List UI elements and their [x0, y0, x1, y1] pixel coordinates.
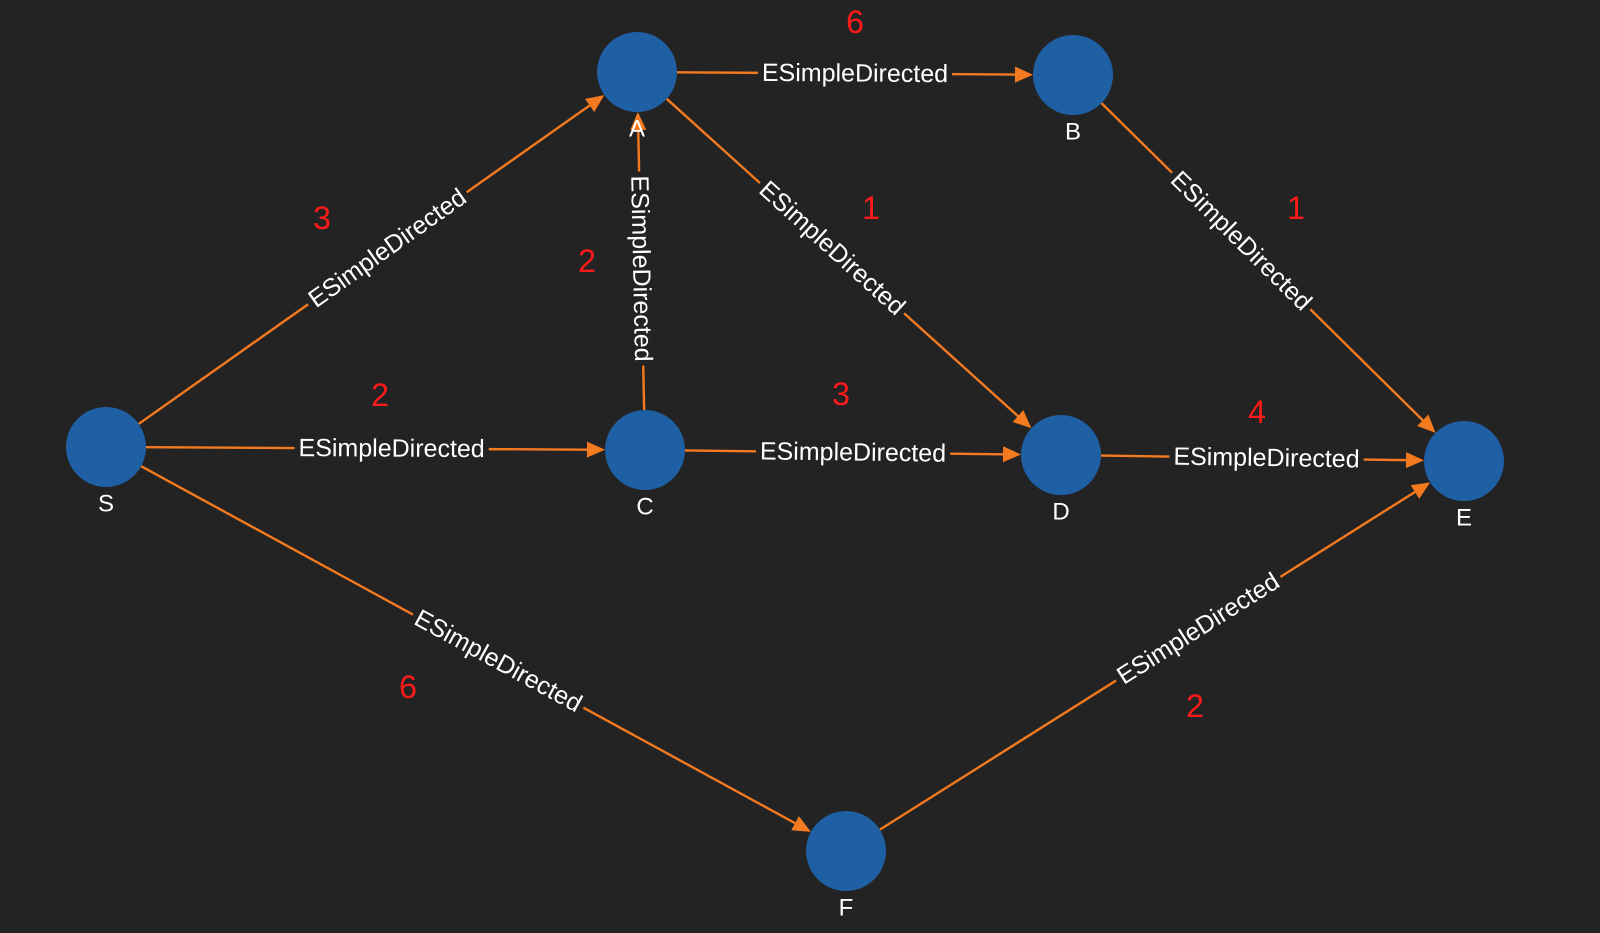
- edge-label-group: ESimpleDirected: [1109, 565, 1288, 692]
- node-a[interactable]: A: [597, 32, 677, 143]
- edge-label-background: [294, 435, 489, 463]
- edge-label-background: [1169, 443, 1364, 473]
- edge-label-background: [751, 173, 913, 323]
- arrow-head: [630, 111, 647, 131]
- edge-label: ESimpleDirected: [754, 175, 911, 321]
- edge-label-group: ESimpleDirected: [625, 171, 657, 366]
- edge-weight: 6: [399, 669, 417, 705]
- edge-label-group: ESimpleDirected: [294, 434, 489, 463]
- node-circle[interactable]: [1033, 35, 1113, 115]
- edge-label-group: ESimpleDirected: [757, 59, 953, 88]
- edge-weight: 2: [578, 243, 596, 279]
- node-label: F: [839, 895, 854, 922]
- edge-weight: 3: [832, 376, 850, 412]
- edge-weight: 1: [1287, 190, 1305, 226]
- node-label: C: [636, 494, 653, 521]
- node-e[interactable]: E: [1424, 421, 1504, 532]
- edges-layer: ESimpleDirectedESimpleDirectedESimpleDir…: [137, 59, 1436, 832]
- node-circle[interactable]: [1424, 421, 1504, 501]
- edge-label-group: ESimpleDirected: [406, 603, 590, 720]
- edge-s-c: ESimpleDirected: [145, 434, 606, 463]
- node-b[interactable]: B: [1033, 35, 1113, 146]
- node-c[interactable]: C: [605, 410, 685, 521]
- edge-weight: 4: [1248, 394, 1266, 430]
- edge-weight: 3: [313, 200, 331, 236]
- edge-weight: 6: [846, 4, 864, 40]
- edge-label-background: [626, 171, 657, 366]
- edge-label-background: [755, 438, 951, 467]
- node-circle[interactable]: [1021, 415, 1101, 495]
- edge-label-background: [300, 181, 475, 315]
- edge-b-e: ESimpleDirected: [1100, 102, 1436, 433]
- edge-label-group: ESimpleDirected: [1162, 163, 1320, 319]
- edge-a-b: ESimpleDirected: [676, 59, 1034, 88]
- node-label: B: [1065, 119, 1081, 146]
- node-circle[interactable]: [605, 410, 685, 490]
- node-circle[interactable]: [597, 32, 677, 112]
- edge-label: ESimpleDirected: [1112, 567, 1284, 690]
- edge-c-a: ESimpleDirected: [625, 111, 657, 411]
- edge-label: ESimpleDirected: [625, 175, 657, 362]
- node-f[interactable]: F: [806, 811, 886, 922]
- edge-label: ESimpleDirected: [1173, 443, 1360, 474]
- edge-weight: 2: [1186, 688, 1204, 724]
- edge-label-background: [1162, 163, 1320, 319]
- node-s[interactable]: S: [66, 407, 146, 518]
- node-circle[interactable]: [66, 407, 146, 487]
- arrow-head: [1012, 410, 1032, 429]
- edge-f-e: ESimpleDirected: [879, 482, 1431, 831]
- edge-s-f: ESimpleDirected: [140, 465, 811, 832]
- arrow-head: [1410, 482, 1431, 499]
- arrow-head: [586, 441, 606, 458]
- edge-label-background: [406, 603, 590, 720]
- edge-label-background: [1109, 565, 1288, 692]
- edge-weight: 1: [862, 190, 880, 226]
- edge-weight: 2: [371, 377, 389, 413]
- nodes-layer: S A B C D E F: [66, 32, 1504, 922]
- edge-label-group: ESimpleDirected: [1169, 443, 1364, 474]
- arrow-head: [585, 95, 605, 112]
- node-circle[interactable]: [806, 811, 886, 891]
- node-d[interactable]: D: [1021, 415, 1101, 526]
- node-label: D: [1052, 499, 1069, 526]
- node-label: A: [629, 116, 645, 143]
- weights-layer: 3 2 6 6 1 2 3 1 4 2: [313, 4, 1305, 724]
- edge-label-background: [757, 59, 953, 88]
- edge-d-e: ESimpleDirected: [1100, 443, 1425, 474]
- node-label: S: [98, 491, 114, 518]
- edge-c-d: ESimpleDirected: [684, 437, 1022, 468]
- edge-label: ESimpleDirected: [1165, 166, 1317, 317]
- edge-label-group: ESimpleDirected: [751, 173, 913, 323]
- arrow-head: [1002, 446, 1022, 463]
- arrow-head: [1405, 452, 1425, 469]
- edge-label: ESimpleDirected: [762, 59, 948, 88]
- edge-label: ESimpleDirected: [298, 434, 484, 463]
- node-label: E: [1456, 505, 1472, 532]
- arrow-head: [1014, 66, 1034, 83]
- edge-label: ESimpleDirected: [410, 604, 587, 718]
- edge-label: ESimpleDirected: [760, 437, 947, 467]
- edge-s-a: ESimpleDirected: [137, 95, 605, 425]
- arrow-head: [791, 816, 811, 832]
- arrow-head: [1417, 414, 1436, 433]
- edge-label-group: ESimpleDirected: [755, 437, 951, 468]
